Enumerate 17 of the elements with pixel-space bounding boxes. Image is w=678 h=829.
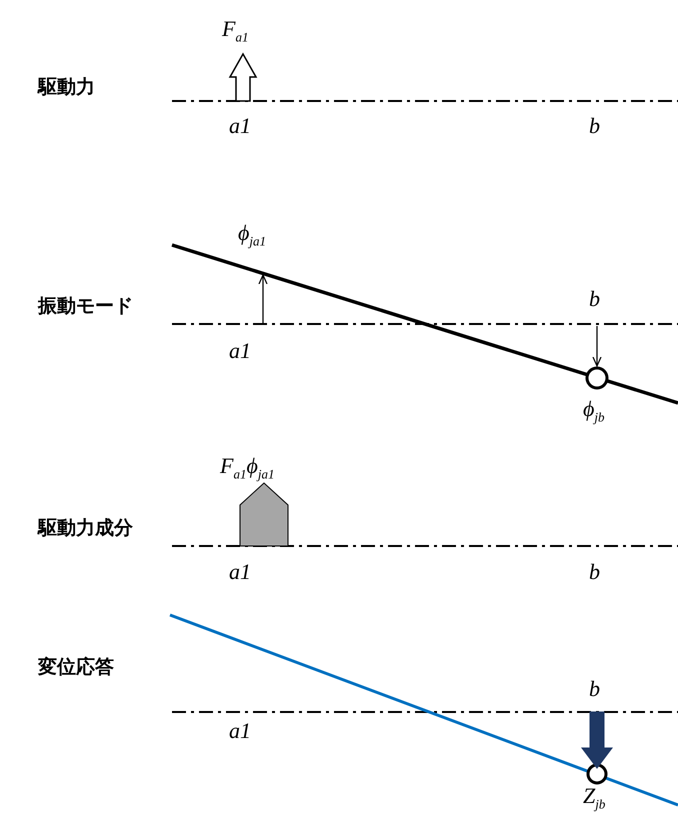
- point-label: b: [589, 288, 600, 310]
- point-label: a1: [229, 561, 251, 583]
- point-label: a1: [229, 115, 251, 137]
- row-title: 振動モード: [38, 297, 133, 316]
- point-label: b: [589, 115, 600, 137]
- point-label: b: [589, 561, 600, 583]
- symbol-label: Z$_{jb}$: [583, 785, 606, 810]
- symbol-label: ϕ$_{jb}$: [583, 398, 605, 424]
- symbol-label: F$_{a1}$ϕ$_{ja1}$: [220, 455, 274, 480]
- symbol-label: ϕ$_{ja1}$: [238, 222, 266, 248]
- point-label: a1: [229, 340, 251, 362]
- point-label: a1: [229, 720, 251, 742]
- row-title: 駆動力成分: [38, 519, 133, 538]
- symbol-label: F$_{a1}$: [222, 18, 248, 44]
- row-title: 変位応答: [38, 658, 114, 677]
- row-title: 駆動力: [38, 78, 95, 97]
- point-label: b: [589, 678, 600, 700]
